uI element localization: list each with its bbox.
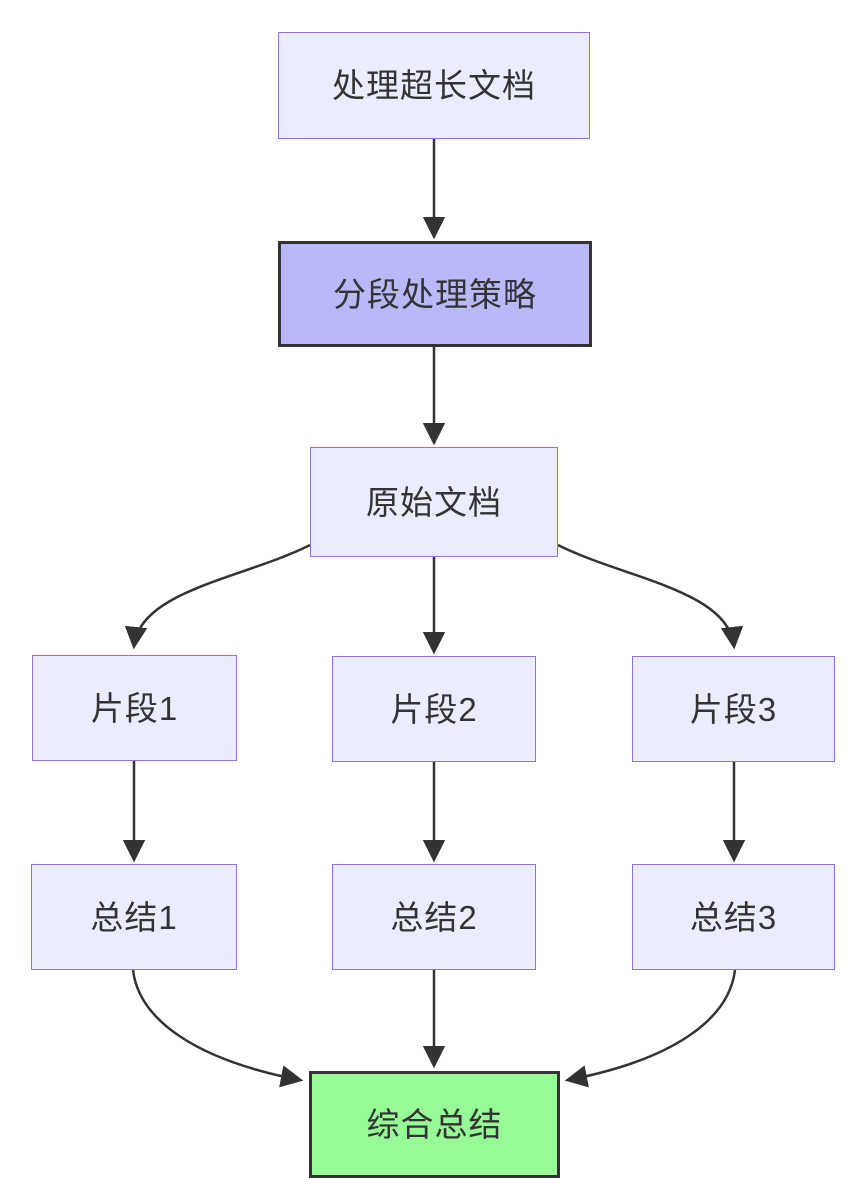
edge-original-to-fragment3	[557, 543, 744, 650]
node-process-long-doc-label: 处理超长文档	[332, 67, 536, 104]
node-final-summary: 综合总结	[309, 1071, 560, 1178]
node-summary-3-label: 总结3	[689, 898, 778, 936]
node-summary-2: 总结2	[332, 864, 536, 970]
node-fragment-2-label: 片段2	[390, 690, 478, 728]
node-summary-2-label: 总结2	[390, 898, 478, 936]
node-final-summary-label: 综合总结	[366, 1106, 503, 1143]
node-summary-3: 总结3	[632, 864, 835, 970]
node-summary-1-label: 总结1	[90, 898, 178, 936]
edge-summary3-to-final	[564, 969, 737, 1088]
node-original-doc: 原始文档	[310, 447, 558, 557]
node-fragment-3-label: 片段3	[689, 690, 778, 728]
node-process-long-doc: 处理超长文档	[278, 32, 590, 139]
edge-original-to-fragment1	[124, 543, 311, 650]
node-fragment-1-label: 片段1	[90, 689, 179, 727]
node-fragment-2: 片段2	[332, 656, 536, 762]
node-original-doc-label: 原始文档	[366, 483, 502, 521]
edge-summary1-to-final	[131, 969, 304, 1088]
node-fragment-1: 片段1	[32, 655, 237, 761]
node-segmentation-strategy: 分段处理策略	[278, 241, 592, 347]
node-segmentation-strategy-label: 分段处理策略	[333, 275, 537, 313]
node-summary-1: 总结1	[31, 864, 237, 970]
node-fragment-3: 片段3	[632, 656, 835, 762]
